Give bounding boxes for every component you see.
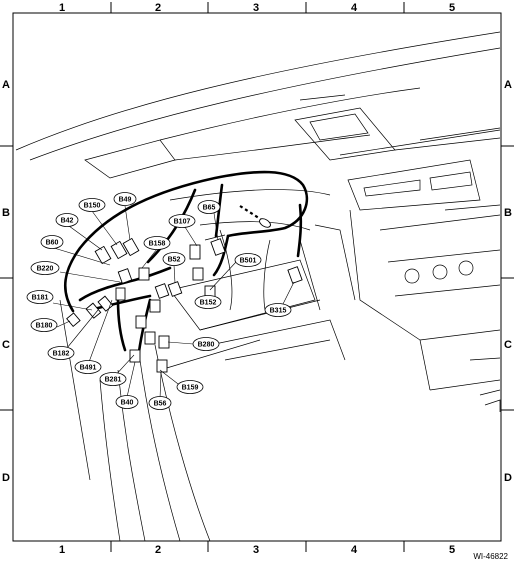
col-label-top-3: 3 [252,2,260,14]
callout-B315: B315 [264,303,292,317]
col-label-bottom-4: 4 [350,544,358,556]
row-label-right-D: D [504,472,512,484]
callout-B180-label: B180 [36,323,53,330]
callout-B40-label: B40 [121,400,134,407]
callout-B152-label: B152 [200,300,217,307]
row-label-right-C: C [504,339,512,351]
callout-B491: B491 [74,360,102,374]
dashboard-outline [15,31,501,542]
callout-B501: B501 [234,253,262,267]
callout-B52: B52 [162,252,186,266]
callout-B150: B150 [78,198,106,212]
callout-B315-label: B315 [270,308,287,315]
row-label-right-B: B [504,207,512,219]
callout-B42-label: B42 [61,218,74,225]
dotted-harness [239,205,263,221]
row-label-right-A: A [504,79,512,91]
figure-id: WI-46822 [473,552,508,561]
connectors [66,218,303,373]
callout-B281-label: B281 [105,377,122,384]
callout-B158-label: B158 [149,241,166,248]
callout-B182: B182 [47,346,75,360]
col-label-bottom-1: 1 [58,544,66,556]
col-label-top-5: 5 [448,2,456,14]
callout-B152: B152 [194,295,222,309]
callout-B65-label: B65 [203,205,216,212]
callout-B281: B281 [99,372,127,386]
col-label-top-1: 1 [58,2,66,14]
callout-B220-label: B220 [37,266,54,273]
callout-B107: B107 [168,214,196,228]
callout-B42: B42 [55,213,79,227]
callout-B501-label: B501 [240,258,257,265]
callout-B159: B159 [176,380,204,394]
row-label-left-B: B [2,207,10,219]
callout-B56: B56 [148,396,172,410]
callout-B150-label: B150 [84,203,101,210]
col-label-top-4: 4 [350,2,358,14]
callout-B40: B40 [115,395,139,409]
callout-B49: B49 [113,192,137,206]
callout-B56-label: B56 [154,401,167,408]
col-label-bottom-5: 5 [448,544,456,556]
callout-B107-label: B107 [174,219,191,226]
callout-B181-label: B181 [32,295,49,302]
callout-B60: B60 [40,235,64,249]
grid-frame [0,2,514,552]
callout-B280: B280 [192,337,220,351]
callout-B491-label: B491 [80,365,97,372]
callout-B158: B158 [143,236,171,250]
callout-B159-label: B159 [182,385,199,392]
row-label-left-A: A [2,79,10,91]
callouts: B150 B49 B42 B107 B65 B60 [26,192,292,410]
col-label-bottom-3: 3 [252,544,260,556]
callout-B180: B180 [30,318,58,332]
callout-B181: B181 [26,290,54,304]
callout-B52-label: B52 [168,257,181,264]
col-label-bottom-2: 2 [154,544,162,556]
row-label-left-C: C [2,339,10,351]
callout-B220: B220 [30,261,60,275]
callout-B60-label: B60 [46,240,59,247]
row-label-left-D: D [2,472,10,484]
callout-B182-label: B182 [53,351,70,358]
col-label-top-2: 2 [154,2,162,14]
callout-B49-label: B49 [119,197,132,204]
callout-B280-label: B280 [198,342,215,349]
callout-B65: B65 [197,200,221,214]
